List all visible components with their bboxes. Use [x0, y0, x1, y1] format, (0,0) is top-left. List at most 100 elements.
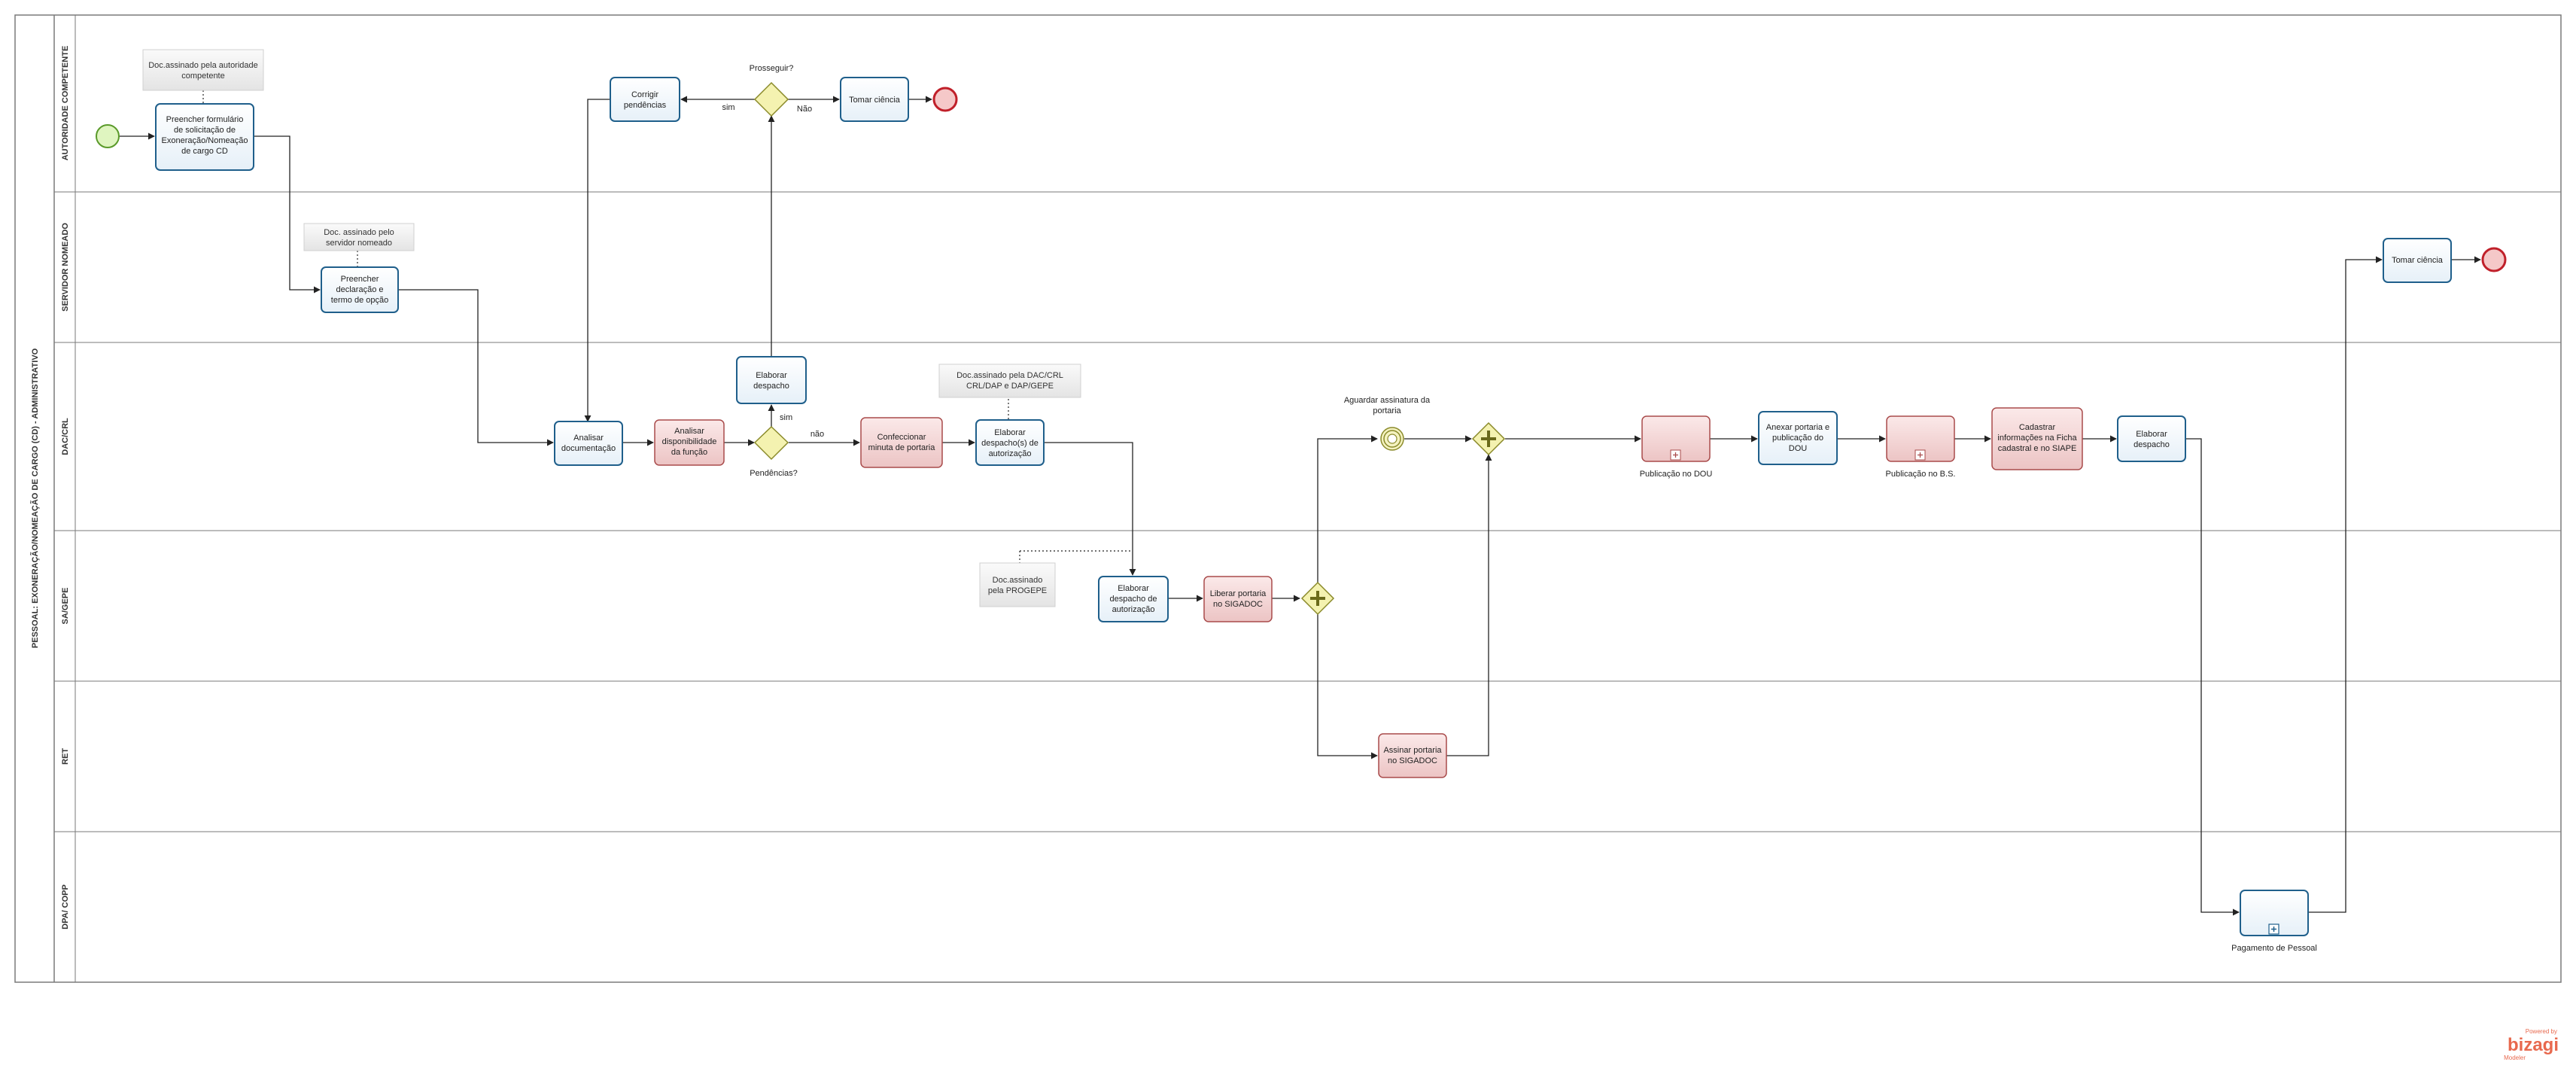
note-text: Doc.assinado	[993, 576, 1043, 585]
note-doc-dac[interactable]: Doc.assinado pela DAC/CRL CRL/DAP e DAP/…	[938, 364, 1081, 398]
task-label: cadastral e no SIAPE	[1998, 444, 2077, 453]
task-confeccionar-minuta[interactable]: Confeccionar minuta de portaria	[860, 417, 943, 468]
task-liberar-portaria[interactable]: Liberar portaria no SIGADOC	[1203, 576, 1273, 622]
task-assinar-portaria[interactable]: Assinar portaria no SIGADOC	[1378, 733, 1447, 778]
task-label: termo de opção	[331, 296, 388, 305]
powered-by-text: Powered by	[2526, 1028, 2557, 1035]
note-text: Doc.assinado pela autoridade	[148, 61, 258, 70]
flow-label-sim-prosseguir: sim	[722, 103, 734, 112]
note-doc-autoridade[interactable]: Doc.assinado pela autoridade competente	[142, 49, 264, 91]
note-text: competente	[181, 72, 224, 81]
modeler-text: Modeler	[2504, 1054, 2526, 1061]
lane-sa-gepe: SA/GEPE	[61, 588, 70, 625]
note-text: pela PROGEPE	[988, 586, 1047, 595]
timer-label-1: Aguardar assinatura da	[1344, 396, 1431, 405]
subprocess-pagamento-pessoal-label: Pagamento de Pessoal	[2231, 944, 2317, 953]
task-label: Elaborar	[994, 428, 1026, 437]
task-label: de cargo CD	[181, 147, 228, 156]
task-elaborar-despacho-sa[interactable]: Elaborar despacho de autorização	[1098, 576, 1169, 622]
task-label: Analisar	[573, 434, 604, 443]
parallel-gateway-dac[interactable]	[1471, 421, 1506, 456]
clock-icon	[1387, 434, 1397, 444]
note-doc-servidor[interactable]: Doc. assinado pelo servidor nomeado	[303, 223, 415, 251]
lane-autoridade: AUTORIDADE COMPETENTE	[61, 46, 70, 161]
task-label: Elaborar	[2136, 430, 2167, 439]
subprocess-publicacao-bs-label: Publicação no B.S.	[1886, 470, 1956, 479]
task-label: Liberar portaria	[1210, 589, 1267, 598]
subprocess-publicacao-dou-label: Publicação no DOU	[1640, 470, 1713, 479]
bizagi-branding: Powered by bizagi Modeler	[2504, 1028, 2559, 1061]
flow-label-nao-pendencias: não	[811, 430, 824, 439]
timer-event-aguardar[interactable]	[1380, 427, 1404, 451]
end-event-2[interactable]	[2481, 247, 2507, 272]
task-tomar-ciencia-1[interactable]: Tomar ciência	[840, 77, 909, 122]
plus-icon	[1481, 431, 1496, 447]
gateway-prosseguir-label: Prosseguir?	[750, 64, 794, 73]
subprocess-publicacao-bs[interactable]	[1886, 415, 1955, 462]
task-label: da função	[671, 448, 707, 457]
task-label: Elaborar	[756, 371, 787, 380]
task-label: Corrigir	[631, 90, 658, 99]
task-label: Preencher	[341, 275, 379, 284]
task-label: Analisar	[674, 427, 704, 436]
associations	[202, 90, 1133, 563]
task-preencher-declaracao[interactable]: Preencher declaração e termo de opção	[321, 266, 399, 313]
task-corrigir-pendencias[interactable]: Corrigir pendências	[610, 77, 680, 122]
lane-ret: RET	[61, 748, 70, 765]
sequence-flows	[119, 96, 2481, 916]
task-tomar-ciencia-2[interactable]: Tomar ciência	[2383, 238, 2452, 283]
task-label: despacho(s) de	[981, 439, 1039, 448]
task-label: no SIGADOC	[1388, 756, 1437, 765]
task-elaborar-despacho-autorizacao[interactable]: Elaborar despacho(s) de autorização	[975, 419, 1045, 466]
task-elaborar-despacho-2[interactable]: Elaborar despacho	[2117, 415, 2186, 462]
task-label: autorização	[1112, 605, 1155, 614]
lane-dac-crl: DAC/CRL	[61, 418, 70, 455]
subprocess-pagamento-pessoal[interactable]	[2240, 890, 2309, 936]
note-text: Doc. assinado pelo	[324, 228, 394, 237]
task-label: declaração e	[336, 285, 384, 294]
pool-title: PESSOAL: EXONERAÇÃO/NOMEAÇÃO DE CARGO (C…	[30, 348, 40, 648]
task-label: Tomar ciência	[2392, 256, 2444, 265]
flow-label-sim-pendencias: sim	[780, 413, 792, 422]
gateway-pendencias-label: Pendências?	[750, 469, 798, 478]
task-label: Cadastrar	[2019, 423, 2056, 432]
flow-label-nao-prosseguir: Não	[797, 105, 812, 114]
task-label: Confeccionar	[877, 433, 926, 442]
note-text: Doc.assinado pela DAC/CRL	[956, 371, 1063, 380]
task-label: Assinar portaria	[1383, 746, 1442, 755]
task-label: DOU	[1789, 444, 1808, 453]
task-elaborar-despacho-1[interactable]: Elaborar despacho	[736, 356, 807, 404]
task-label: pendências	[624, 101, 667, 110]
task-analisar-disponibilidade[interactable]: Analisar disponibilidade da função	[654, 419, 725, 466]
start-event[interactable]	[96, 124, 120, 148]
plus-icon	[1310, 591, 1325, 606]
task-preencher-formulario[interactable]: Preencher formulário de solicitação de E…	[155, 103, 254, 171]
task-label: Exoneração/Nomeação	[162, 136, 248, 145]
task-label: informações na Ficha	[1997, 434, 2077, 443]
gateway-pendencias[interactable]	[753, 425, 789, 461]
gateway-prosseguir[interactable]	[753, 81, 789, 117]
task-label: publicação do	[1772, 434, 1823, 443]
task-anexar-portaria[interactable]: Anexar portaria e publicação do DOU	[1758, 411, 1838, 465]
task-label: Tomar ciência	[849, 96, 901, 105]
note-text: servidor nomeado	[326, 239, 392, 248]
parallel-gateway-sa[interactable]	[1300, 581, 1335, 616]
note-doc-progepe[interactable]: Doc.assinado pela PROGEPE	[979, 562, 1056, 607]
task-label: no SIGADOC	[1213, 600, 1263, 609]
task-label: Preencher formulário	[166, 115, 244, 124]
subprocess-publicacao-dou[interactable]	[1641, 415, 1711, 462]
task-label: despacho	[753, 382, 789, 391]
task-cadastrar-informacoes[interactable]: Cadastrar informações na Ficha cadastral…	[1991, 407, 2083, 470]
task-label: despacho	[2133, 440, 2170, 449]
task-analisar-documentacao[interactable]: Analisar documentação	[554, 421, 623, 466]
note-text: CRL/DAP e DAP/GEPE	[966, 382, 1054, 391]
lane-dpa-copp: DPA/ COPP	[61, 884, 70, 930]
task-label: Anexar portaria e	[1766, 423, 1829, 432]
bizagi-logo: bizagi	[2508, 1035, 2559, 1055]
end-event-1[interactable]	[932, 87, 958, 112]
timer-label-2: portaria	[1373, 406, 1401, 415]
pool: PESSOAL: EXONERAÇÃO/NOMEAÇÃO DE CARGO (C…	[14, 14, 2562, 983]
task-label: minuta de portaria	[868, 443, 936, 452]
lane-servidor: SERVIDOR NOMEADO	[61, 223, 70, 312]
